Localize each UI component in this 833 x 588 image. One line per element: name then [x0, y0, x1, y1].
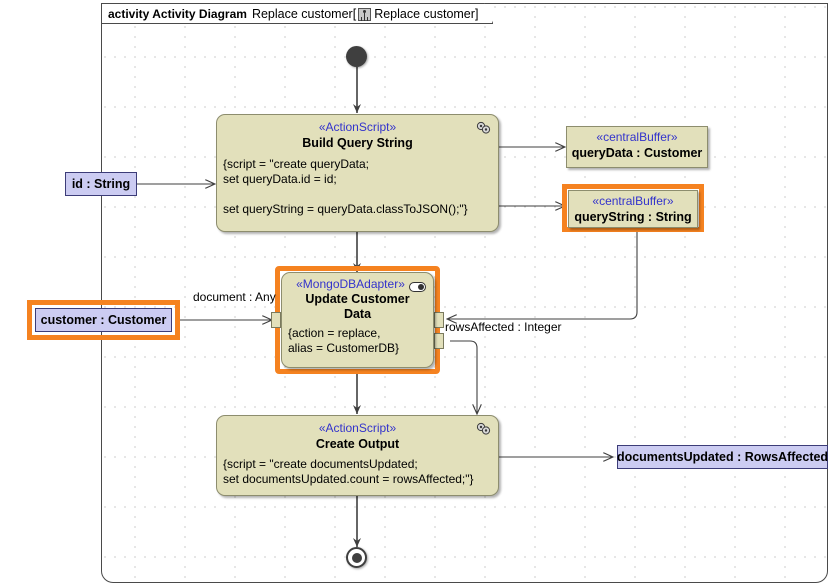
central-buffer-query-data[interactable]: «centralBuffer» queryData : Customer: [566, 126, 708, 168]
node-body: {action = replace, alias = CustomerDB}: [288, 326, 400, 355]
activity-frame-header: activity Activity Diagram Replace custom…: [101, 3, 493, 24]
buffer-label: queryData : Customer: [571, 146, 703, 160]
central-buffer-query-string[interactable]: «centralBuffer» queryString : String: [568, 190, 698, 228]
script-icon: [476, 422, 491, 435]
buffer-label: queryString : String: [574, 210, 692, 224]
node-body: {script = "create documentsUpdated; set …: [223, 457, 474, 486]
script-icon: [476, 121, 491, 134]
buffer-stereotype: «centralBuffer»: [592, 194, 674, 208]
output-pin-rows-affected[interactable]: [434, 333, 444, 349]
activity-diagram-icon: [358, 8, 371, 21]
action-node-create-output[interactable]: «ActionScript» Create Output {script = "…: [216, 415, 499, 496]
edge-label-rows-affected: rowsAffected : Integer: [445, 320, 562, 334]
initial-node[interactable]: [346, 46, 367, 67]
node-stereotype: «MongoDBAdapter»: [296, 277, 405, 291]
buffer-stereotype: «centralBuffer»: [596, 130, 678, 144]
activity-parameter-documents-updated[interactable]: documentsUpdated : RowsAffected: [617, 445, 828, 469]
activity-parameter-id[interactable]: id : String: [65, 172, 137, 196]
frame-name: Replace customer: [251, 6, 353, 21]
node-stereotype: «ActionScript»: [318, 120, 397, 134]
activity-final-node[interactable]: [346, 547, 367, 568]
node-title-line2: Data: [343, 307, 372, 321]
action-node-update-customer-data[interactable]: «MongoDBAdapter» Update Customer Data {a…: [281, 272, 434, 368]
edge-label-document-any: document : Any: [193, 290, 276, 304]
node-stereotype: «ActionScript»: [318, 421, 397, 435]
action-node-build-query-string[interactable]: «ActionScript» Build Query String {scrip…: [216, 114, 499, 232]
frame-inner-name: Replace customer: [374, 6, 475, 21]
frame-bracket-open: [: [352, 6, 357, 21]
selection-highlight-query-string: [562, 184, 704, 232]
activity-parameter-customer[interactable]: customer : Customer: [35, 308, 172, 332]
selection-highlight-customer-parameter: [27, 300, 180, 340]
input-pin-document[interactable]: [271, 312, 281, 328]
node-title: Build Query String: [302, 136, 413, 150]
adapter-toggle-icon: [409, 282, 426, 292]
node-body: {script = "create queryData; set queryDa…: [223, 157, 468, 216]
input-pin-query-string[interactable]: [434, 312, 444, 328]
frame-keyword: activity Activity Diagram: [108, 6, 247, 21]
node-title: Create Output: [315, 437, 400, 451]
frame-bracket-close: ]: [474, 6, 479, 21]
node-title-line1: Update Customer: [305, 292, 410, 306]
